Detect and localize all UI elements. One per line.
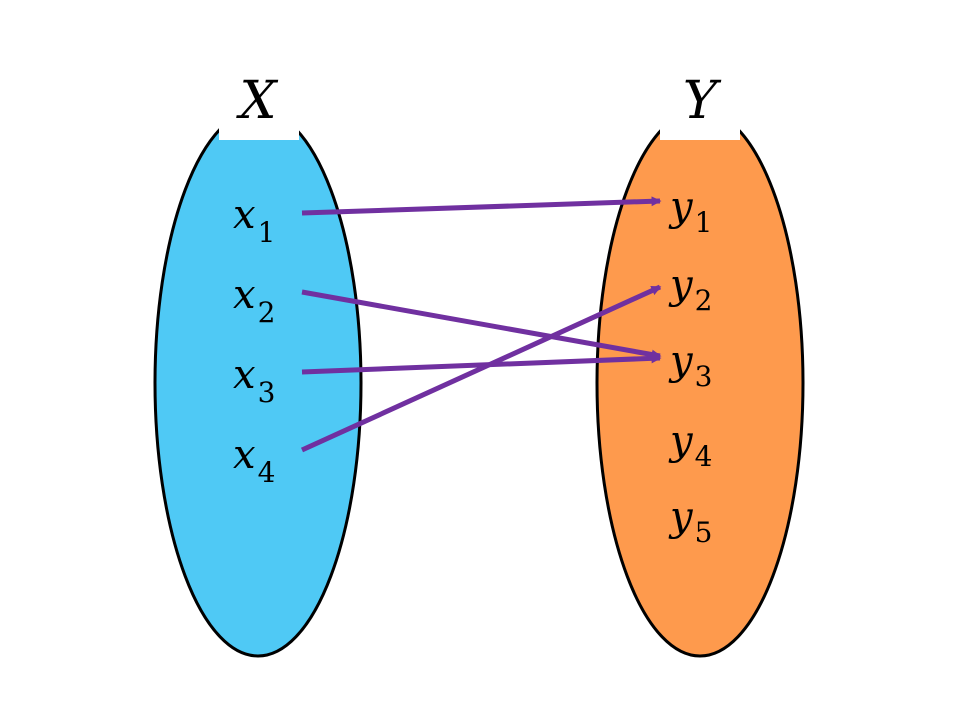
element-y3: y3 bbox=[668, 338, 712, 393]
arrow-x3-to-y3 bbox=[301, 353, 662, 375]
set-x-elements: x1 x2 x3 x4 bbox=[233, 192, 275, 489]
set-y: Y bbox=[595, 60, 805, 658]
element-y2: y2 bbox=[668, 262, 712, 317]
element-x1: x1 bbox=[233, 192, 275, 249]
set-x-label: X bbox=[235, 71, 278, 131]
arrow-x1-to-y1 bbox=[301, 196, 662, 216]
set-y-label-background bbox=[660, 60, 740, 140]
element-y4: y4 bbox=[668, 418, 712, 473]
set-y-label: Y bbox=[683, 71, 722, 131]
mapping-arrows bbox=[300, 196, 662, 453]
set-x: X bbox=[153, 60, 363, 658]
element-x2: x2 bbox=[233, 272, 275, 329]
arrow-x2-to-y3 bbox=[301, 289, 662, 360]
arrow-x4-to-y2 bbox=[300, 284, 662, 453]
set-y-elements: y1 y2 y3 y4 y5 bbox=[668, 184, 712, 549]
element-x3: x3 bbox=[233, 352, 275, 409]
set-x-label-background bbox=[219, 60, 299, 140]
element-y1: y1 bbox=[668, 184, 712, 239]
element-y5: y5 bbox=[668, 494, 712, 549]
element-x4: x4 bbox=[233, 432, 275, 489]
